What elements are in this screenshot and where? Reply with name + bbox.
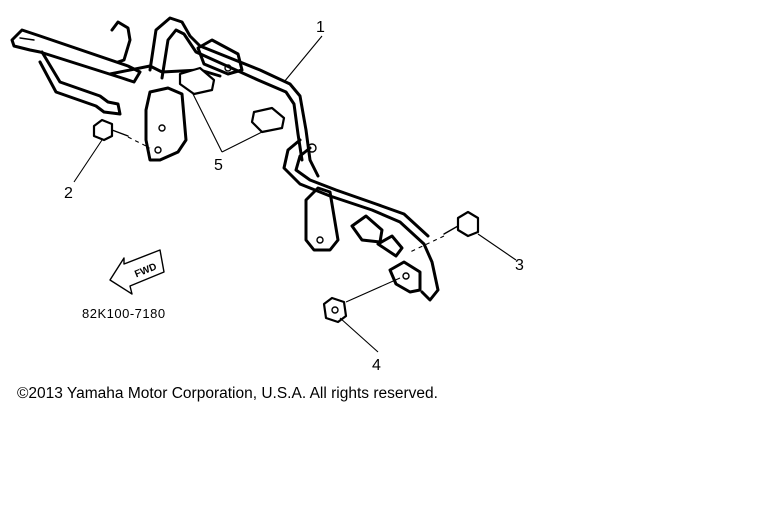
callout-1: 1 [316, 19, 325, 36]
bolt-part-3 [409, 210, 480, 253]
handle-frame-assembly [10, 16, 440, 302]
rubber-pad-parts [178, 66, 286, 134]
bolt-part-2 [92, 118, 151, 149]
callout-2: 2 [64, 185, 73, 202]
leader-lines [73, 35, 517, 353]
diagram-part-number: 82K100-7180 [82, 306, 166, 321]
nut-part-4 [322, 296, 348, 324]
forward-arrow-icon: FWD [109, 249, 165, 295]
callout-4: 4 [372, 357, 381, 374]
callout-5: 5 [214, 157, 223, 174]
callout-3: 3 [515, 257, 524, 274]
fwd-label: FWD [133, 262, 158, 281]
copyright-notice: ©2013 Yamaha Motor Corporation, U.S.A. A… [17, 385, 438, 402]
